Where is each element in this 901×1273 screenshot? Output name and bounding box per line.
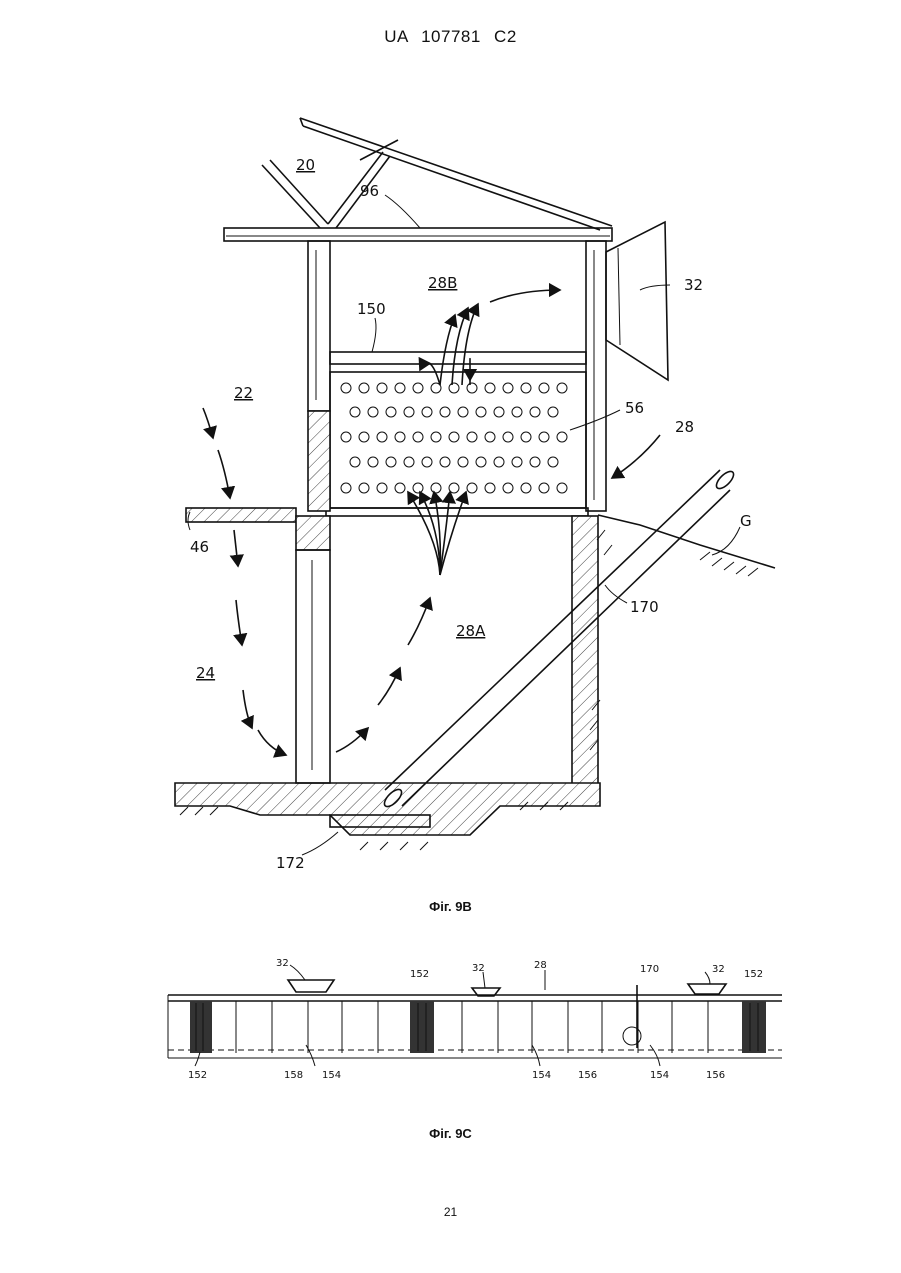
label-9c-170: 170	[640, 964, 659, 975]
label-46: 46	[190, 538, 209, 556]
label-32: 32	[684, 276, 703, 294]
label-9c-154c: 154	[650, 1070, 669, 1081]
label-9c-32a: 32	[276, 958, 289, 969]
label-g: G	[740, 512, 752, 530]
top-beam	[224, 228, 612, 241]
label-28: 28	[675, 418, 694, 436]
label-9c-32c: 32	[712, 964, 725, 975]
label-20: 20	[296, 156, 315, 174]
figure-9c-frame	[168, 995, 782, 1058]
lower-chamber-column	[296, 550, 330, 783]
label-56: 56	[625, 399, 644, 417]
label-9c-156b: 156	[706, 1070, 725, 1081]
label-9c-152c: 152	[188, 1070, 207, 1081]
label-28b: 28B	[428, 274, 457, 292]
label-9c-156a: 156	[578, 1070, 597, 1081]
label-150: 150	[357, 300, 386, 318]
figure-9b-caption: Фіг. 9В	[0, 899, 901, 914]
label-9c-152b: 152	[744, 969, 763, 980]
perforation-holes	[341, 383, 567, 493]
figure-9c-vents	[288, 980, 726, 996]
label-9c-28: 28	[534, 960, 547, 971]
label-96: 96	[360, 182, 379, 200]
page-number: 21	[0, 1205, 901, 1219]
label-9c-154b: 154	[532, 1070, 551, 1081]
label-9c-152a: 152	[410, 969, 429, 980]
label-172: 172	[276, 854, 305, 872]
label-9c-32b: 32	[472, 963, 485, 974]
vent-flap-32	[606, 222, 668, 380]
leader-lines	[188, 195, 740, 855]
label-28a: 28A	[456, 622, 486, 640]
collector-plate-150	[330, 352, 586, 364]
duct-170	[382, 469, 737, 810]
label-9c-154a: 154	[322, 1070, 341, 1081]
label-24: 24	[196, 664, 215, 682]
label-170: 170	[630, 598, 659, 616]
label-22: 22	[234, 384, 253, 402]
label-9c-158: 158	[284, 1070, 303, 1081]
perforated-plate-56	[326, 372, 588, 516]
figure-9c-caption: Фіг. 9С	[0, 1126, 901, 1141]
